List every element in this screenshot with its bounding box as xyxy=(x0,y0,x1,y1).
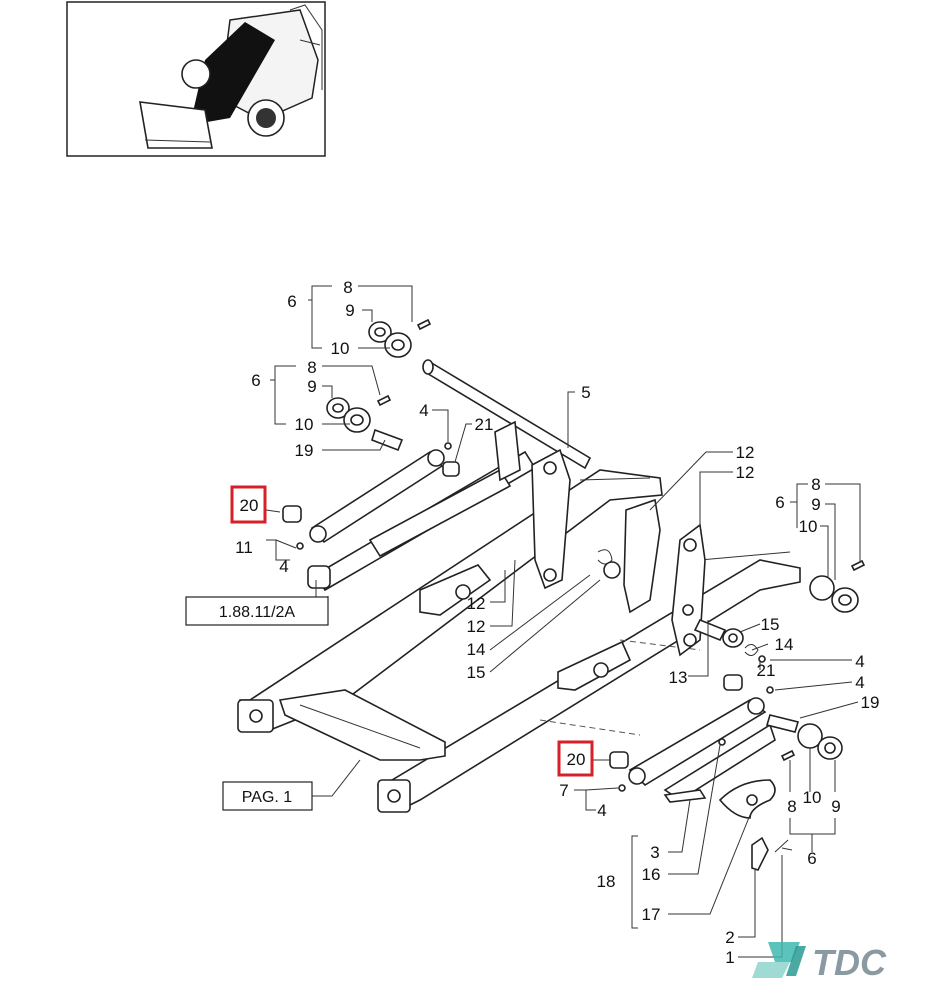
callout-9[interactable]: 9 xyxy=(345,301,354,320)
leader-lines xyxy=(265,285,861,958)
callout-8[interactable]: 8 xyxy=(787,797,796,816)
highlight-box-20-lower xyxy=(557,740,594,777)
callout-21[interactable]: 21 xyxy=(757,661,776,680)
tdc-logo: TDC xyxy=(752,942,887,983)
callout-4[interactable]: 4 xyxy=(855,673,864,692)
lower-right-cylinder xyxy=(628,697,776,803)
callout-13[interactable]: 13 xyxy=(669,668,688,687)
link-plates xyxy=(494,420,706,657)
tdc-logo-mark xyxy=(752,942,806,978)
machine-thumbnail xyxy=(66,1,326,157)
callout-10[interactable]: 10 xyxy=(295,415,314,434)
callout-9[interactable]: 9 xyxy=(831,797,840,816)
callout-14[interactable]: 14 xyxy=(775,635,794,654)
bushing-set-mid xyxy=(326,394,404,452)
callout-9[interactable]: 9 xyxy=(811,495,820,514)
callout-8[interactable]: 8 xyxy=(307,358,316,377)
callout-15[interactable]: 15 xyxy=(761,615,780,634)
callout-20[interactable]: 20 xyxy=(240,496,259,515)
callout-1[interactable]: 1 xyxy=(725,948,734,967)
highlight-box-20-upper xyxy=(230,485,267,524)
backhoe-loader-sketch xyxy=(139,4,323,149)
callout-12[interactable]: 12 xyxy=(467,617,486,636)
callout-12[interactable]: 12 xyxy=(467,594,486,613)
ref-box-page xyxy=(185,596,329,626)
latch-hook xyxy=(718,779,793,871)
pin-washer-group xyxy=(597,549,766,663)
ref-label-page[interactable]: 1.88.11/2A xyxy=(219,604,296,621)
tdc-logo-text: TDC xyxy=(812,942,887,983)
callout-10[interactable]: 10 xyxy=(331,339,350,358)
callout-20[interactable]: 20 xyxy=(567,750,586,769)
callout-6[interactable]: 6 xyxy=(775,493,784,512)
callout-10[interactable]: 10 xyxy=(799,517,818,536)
callout-4[interactable]: 4 xyxy=(279,557,288,576)
callout-12[interactable]: 12 xyxy=(736,443,755,462)
callout-16[interactable]: 16 xyxy=(642,865,661,884)
callout-15[interactable]: 15 xyxy=(467,663,486,682)
callout-19[interactable]: 19 xyxy=(861,693,880,712)
lower-right-small-parts xyxy=(609,674,843,792)
callout-5[interactable]: 5 xyxy=(581,383,590,402)
callout-19[interactable]: 19 xyxy=(295,441,314,460)
callout-9[interactable]: 9 xyxy=(307,377,316,396)
small-parts-left xyxy=(282,442,460,550)
cross-shaft xyxy=(422,359,592,470)
callout-10[interactable]: 10 xyxy=(803,788,822,807)
callout-17[interactable]: 17 xyxy=(642,905,661,924)
ref-label-pag[interactable]: PAG. 1 xyxy=(242,789,292,806)
callout-21[interactable]: 21 xyxy=(475,415,494,434)
callout-8[interactable]: 8 xyxy=(343,278,352,297)
callout-3[interactable]: 3 xyxy=(650,843,659,862)
callout-8[interactable]: 8 xyxy=(811,475,820,494)
callout-6[interactable]: 6 xyxy=(807,849,816,868)
ref-box-pag xyxy=(222,781,313,811)
upper-cylinder xyxy=(309,449,445,544)
callout-4[interactable]: 4 xyxy=(855,652,864,671)
callout-4[interactable]: 4 xyxy=(419,401,428,420)
callout-18[interactable]: 18 xyxy=(597,872,616,891)
callout-4[interactable]: 4 xyxy=(597,801,606,820)
callout-14[interactable]: 14 xyxy=(467,640,486,659)
bushing-set-right xyxy=(809,559,866,613)
callout-6[interactable]: 6 xyxy=(251,371,260,390)
callout-2[interactable]: 2 xyxy=(725,928,734,947)
bushing-set-top xyxy=(368,318,432,358)
callout-12[interactable]: 12 xyxy=(736,463,755,482)
callout-labels: 8 9 6 10 8 6 9 4 21 10 19 5 20 11 4 12 1… xyxy=(235,278,879,967)
callout-6[interactable]: 6 xyxy=(287,292,296,311)
callout-7[interactable]: 7 xyxy=(559,781,568,800)
callout-11[interactable]: 11 xyxy=(235,538,253,557)
